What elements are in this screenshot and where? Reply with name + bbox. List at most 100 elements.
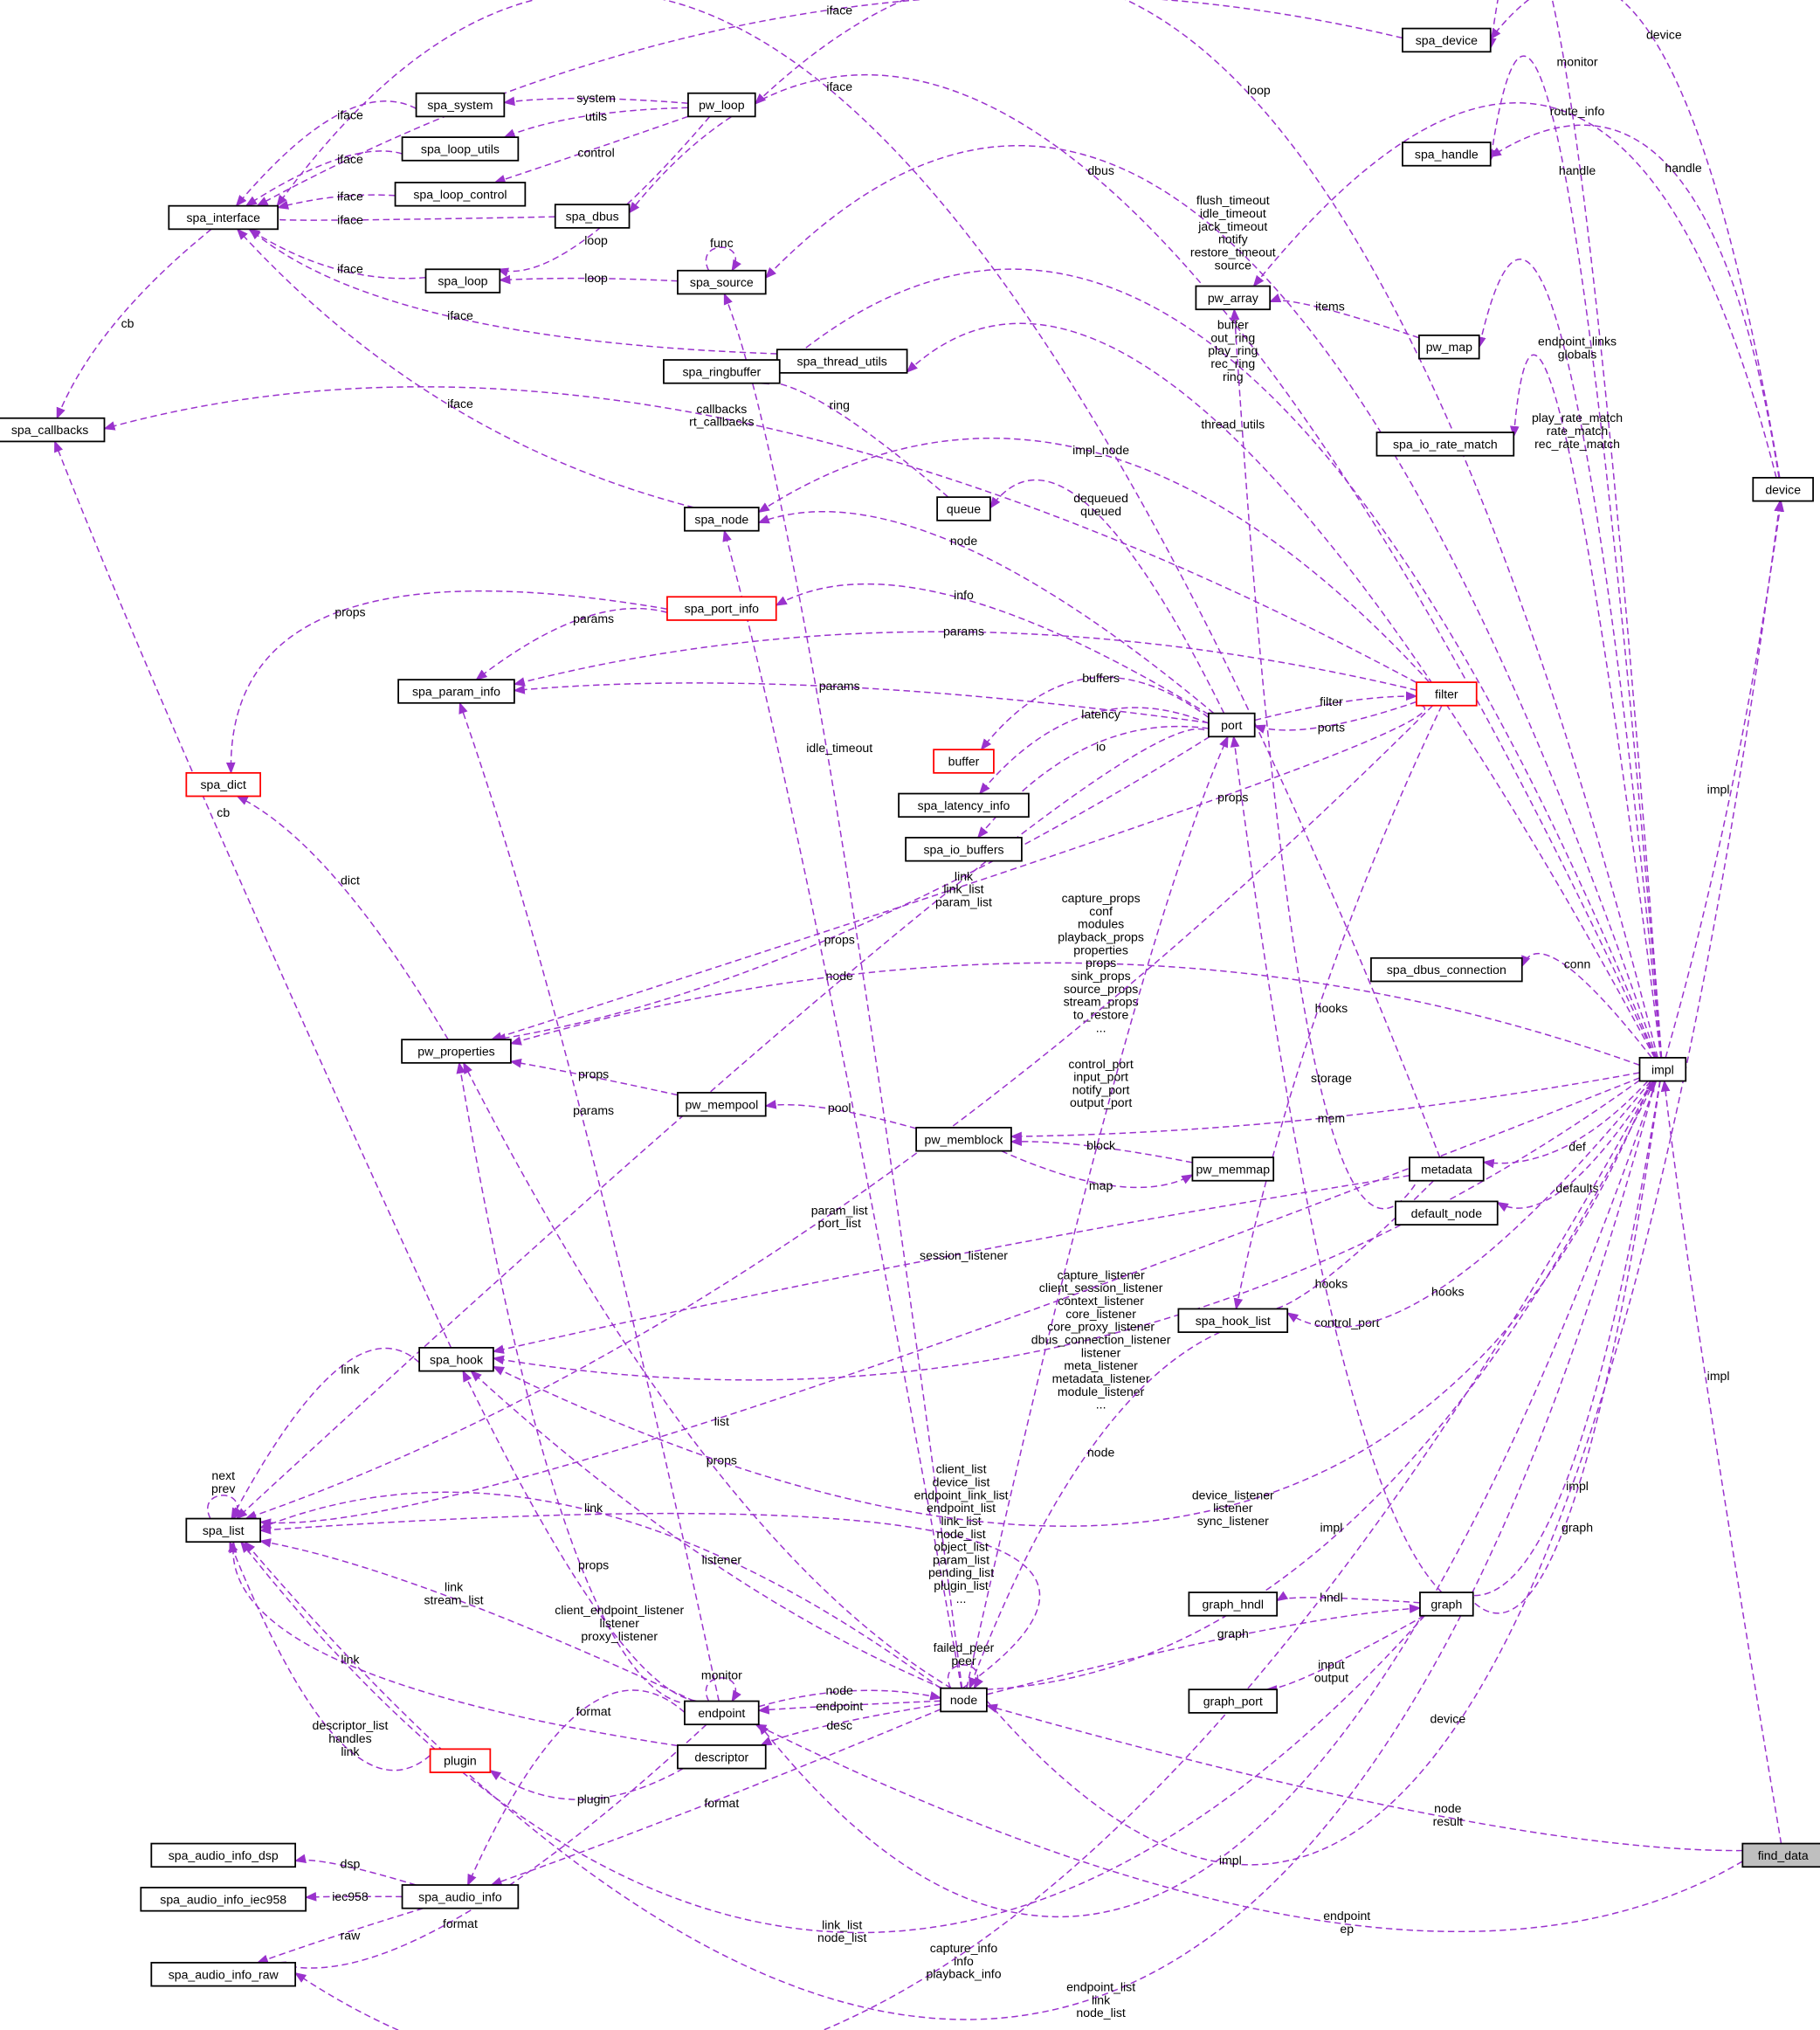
edge-label-line: client_endpoint_listener: [555, 1603, 684, 1617]
edge-line: [906, 322, 1656, 1059]
edge-label-line: loop: [584, 233, 608, 247]
edge-node-to-endpoint: endpoint: [757, 1699, 941, 1715]
node-pw-memblock[interactable]: pw_memblock: [915, 1127, 1012, 1152]
edge-label: def: [1568, 1140, 1586, 1154]
edge-filter-to-spa-node: impl_node: [757, 437, 1430, 683]
edge-label: impl: [1320, 1520, 1343, 1534]
node-spa-dbus-connection[interactable]: spa_dbus_connection: [1370, 956, 1523, 983]
edge-pw-memmap-to-pw-memblock: block: [1010, 1136, 1193, 1163]
node-spa-callbacks[interactable]: spa_callbacks: [0, 417, 106, 443]
node-graph-port[interactable]: graph_port: [1188, 1688, 1279, 1714]
edge-label: format: [576, 1704, 611, 1718]
node-spa-audio-info-raw[interactable]: spa_audio_info_raw: [150, 1962, 297, 1987]
edge-endpoint-to-node: node: [758, 1683, 942, 1708]
edge-label-line: jack_timeout: [1197, 219, 1267, 233]
node-pw-map[interactable]: pw_map: [1418, 334, 1480, 360]
edge-label: route_info: [1550, 104, 1605, 118]
node-spa-source[interactable]: spa_source: [677, 269, 767, 295]
node-port[interactable]: port: [1208, 712, 1256, 738]
node-label: spa_loop: [438, 274, 487, 288]
edge-impl-to-spa-dbus: dbus: [628, 73, 1657, 1059]
node-spa-loop-control[interactable]: spa_loop_control: [394, 182, 527, 207]
edge-label-line: params: [943, 625, 984, 639]
edge-label: endpoint: [816, 1699, 863, 1713]
node-endpoint[interactable]: endpoint: [684, 1700, 760, 1726]
node-spa-dict[interactable]: spa_dict: [185, 771, 262, 798]
edge-impl-to-endpoint: impl: [757, 1081, 1658, 1917]
node-spa-list[interactable]: spa_list: [185, 1517, 262, 1543]
node-spa-audio-info[interactable]: spa_audio_info: [401, 1884, 520, 1909]
node-impl[interactable]: impl: [1638, 1057, 1687, 1082]
node-spa-dbus[interactable]: spa_dbus: [554, 204, 631, 229]
node-graph-hndl[interactable]: graph_hndl: [1188, 1592, 1279, 1617]
edge-label-line: defaults: [1555, 1181, 1598, 1195]
node-metadata[interactable]: metadata: [1409, 1157, 1485, 1182]
node-spa-loop-utils[interactable]: spa_loop_utils: [401, 136, 520, 162]
edge-line: [245, 150, 403, 207]
node-pw-memmap[interactable]: pw_memmap: [1191, 1157, 1275, 1182]
edge-label-line: filter: [1320, 694, 1343, 708]
node-find-data[interactable]: find_data: [1741, 1842, 1820, 1868]
node-spa-loop[interactable]: spa_loop: [424, 268, 501, 293]
node-filter[interactable]: filter: [1416, 681, 1478, 707]
node-device[interactable]: device: [1752, 477, 1814, 502]
node-graph[interactable]: graph: [1419, 1592, 1474, 1617]
node-spa-system[interactable]: spa_system: [415, 92, 506, 118]
edge-line: [229, 1540, 431, 1771]
node-label: spa_ringbuffer: [682, 364, 761, 378]
node-pw-properties[interactable]: pw_properties: [401, 1039, 512, 1064]
node-buffer[interactable]: buffer: [933, 749, 995, 774]
edge-label-line: latency: [1081, 708, 1121, 722]
node-queue[interactable]: queue: [936, 496, 991, 521]
edge-label-line: ...: [1096, 1398, 1106, 1412]
edge-label-line: info: [954, 588, 974, 602]
node-box: [905, 837, 1023, 862]
edge-label: params: [573, 611, 614, 625]
node-default-node[interactable]: default_node: [1395, 1200, 1499, 1226]
node-spa-param-info[interactable]: spa_param_info: [397, 679, 515, 704]
node-spa-hook-list[interactable]: spa_hook_list: [1177, 1308, 1289, 1334]
edge-label: loop: [1247, 83, 1271, 97]
edge-label: hooks: [1315, 1001, 1348, 1015]
node-spa-hook[interactable]: spa_hook: [418, 1347, 494, 1372]
node-spa-thread-utils[interactable]: spa_thread_utils: [776, 349, 908, 374]
node-pw-array[interactable]: pw_array: [1195, 285, 1272, 311]
node-box: [168, 204, 279, 231]
edge-label-line: ep: [1340, 1922, 1354, 1936]
edge-pw-loop-to-spa-loop-utils: utils: [503, 107, 688, 138]
edge-line: [1268, 293, 1420, 339]
node-spa-handle[interactable]: spa_handle: [1402, 142, 1492, 167]
edge-label: props: [824, 932, 855, 946]
edge-line: [757, 1700, 941, 1715]
node-spa-ringbuffer[interactable]: spa_ringbuffer: [663, 359, 781, 384]
edge-line: [249, 228, 777, 355]
edge-line: [986, 500, 1783, 1866]
edge-label: system: [576, 91, 616, 105]
edge-spa-source-to-spa-loop: loop: [498, 271, 678, 285]
node-box: [684, 1700, 760, 1726]
node-plugin[interactable]: plugin: [429, 1748, 492, 1773]
node-spa-latency-info[interactable]: spa_latency_info: [898, 792, 1030, 818]
node-spa-audio-info-iec958[interactable]: spa_audio_info_iec958: [140, 1887, 307, 1912]
edge-label: defaults: [1555, 1181, 1598, 1195]
node-node[interactable]: node: [940, 1687, 988, 1713]
node-spa-audio-info-dsp[interactable]: spa_audio_info_dsp: [150, 1842, 297, 1868]
edge-port-to-spa-port-info: info: [775, 583, 1210, 715]
node-spa-io-rate-match[interactable]: spa_io_rate_match: [1375, 432, 1515, 457]
node-spa-interface[interactable]: spa_interface: [168, 204, 279, 231]
node-label: endpoint: [698, 1706, 745, 1720]
node-descriptor[interactable]: descriptor: [677, 1744, 767, 1770]
node-spa-device[interactable]: spa_device: [1402, 27, 1492, 53]
edge-node-to-graph: graph: [986, 1604, 1422, 1695]
edge-line: [276, 0, 1441, 1158]
edge-line: [227, 1540, 679, 1747]
node-pw-loop[interactable]: pw_loop: [687, 92, 756, 118]
edge-label-line: stream_list: [424, 1592, 484, 1606]
node-spa-port-info[interactable]: spa_port_info: [666, 596, 777, 621]
edge-line: [273, 1723, 707, 1971]
node-spa-io-buffers[interactable]: spa_io_buffers: [905, 837, 1023, 862]
node-pw-mempool[interactable]: pw_mempool: [677, 1092, 767, 1117]
node-spa-node[interactable]: spa_node: [684, 507, 760, 532]
